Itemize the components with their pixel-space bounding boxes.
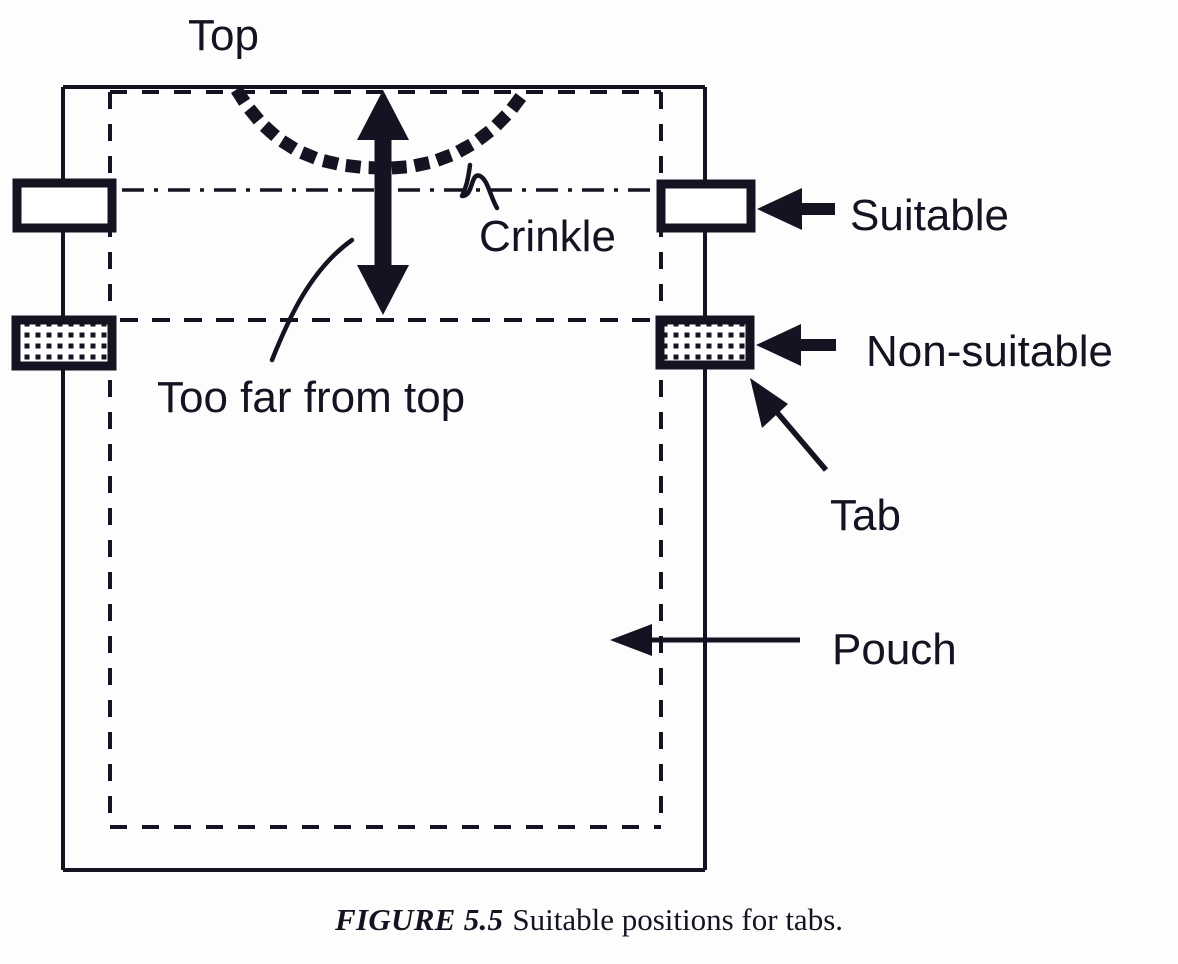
suitable-callout-arrow [757,188,835,230]
tab-right-suitable[interactable] [656,179,756,233]
distance-from-top-double-arrow [357,90,409,315]
label-tab: Tab [830,491,901,540]
label-crinkle: Crinkle [479,212,616,261]
figure-caption-text: Suitable positions for tabs. [512,902,844,937]
figure-caption-number: FIGURE 5.5 [334,902,504,937]
label-too-far-from-top: Too far from top [157,373,465,422]
too-far-from-top-leader [269,237,355,363]
label-top: Top [188,11,259,60]
label-non-suitable: Non-suitable [866,327,1113,376]
tab-left-suitable[interactable] [12,178,117,233]
pouch-inner-dashed-outline [108,90,663,829]
tab-left-non-suitable[interactable] [11,315,117,371]
tab-right-non-suitable[interactable] [655,315,755,370]
label-suitable: Suitable [850,191,1009,240]
non-suitable-callout-arrow [756,324,836,366]
tab-callout-arrow [750,378,829,472]
label-pouch: Pouch [832,625,957,674]
crinkle-dotted-curve [231,85,532,175]
crinkle-leader-line [459,162,500,211]
pouch-callout-arrow [610,624,800,656]
